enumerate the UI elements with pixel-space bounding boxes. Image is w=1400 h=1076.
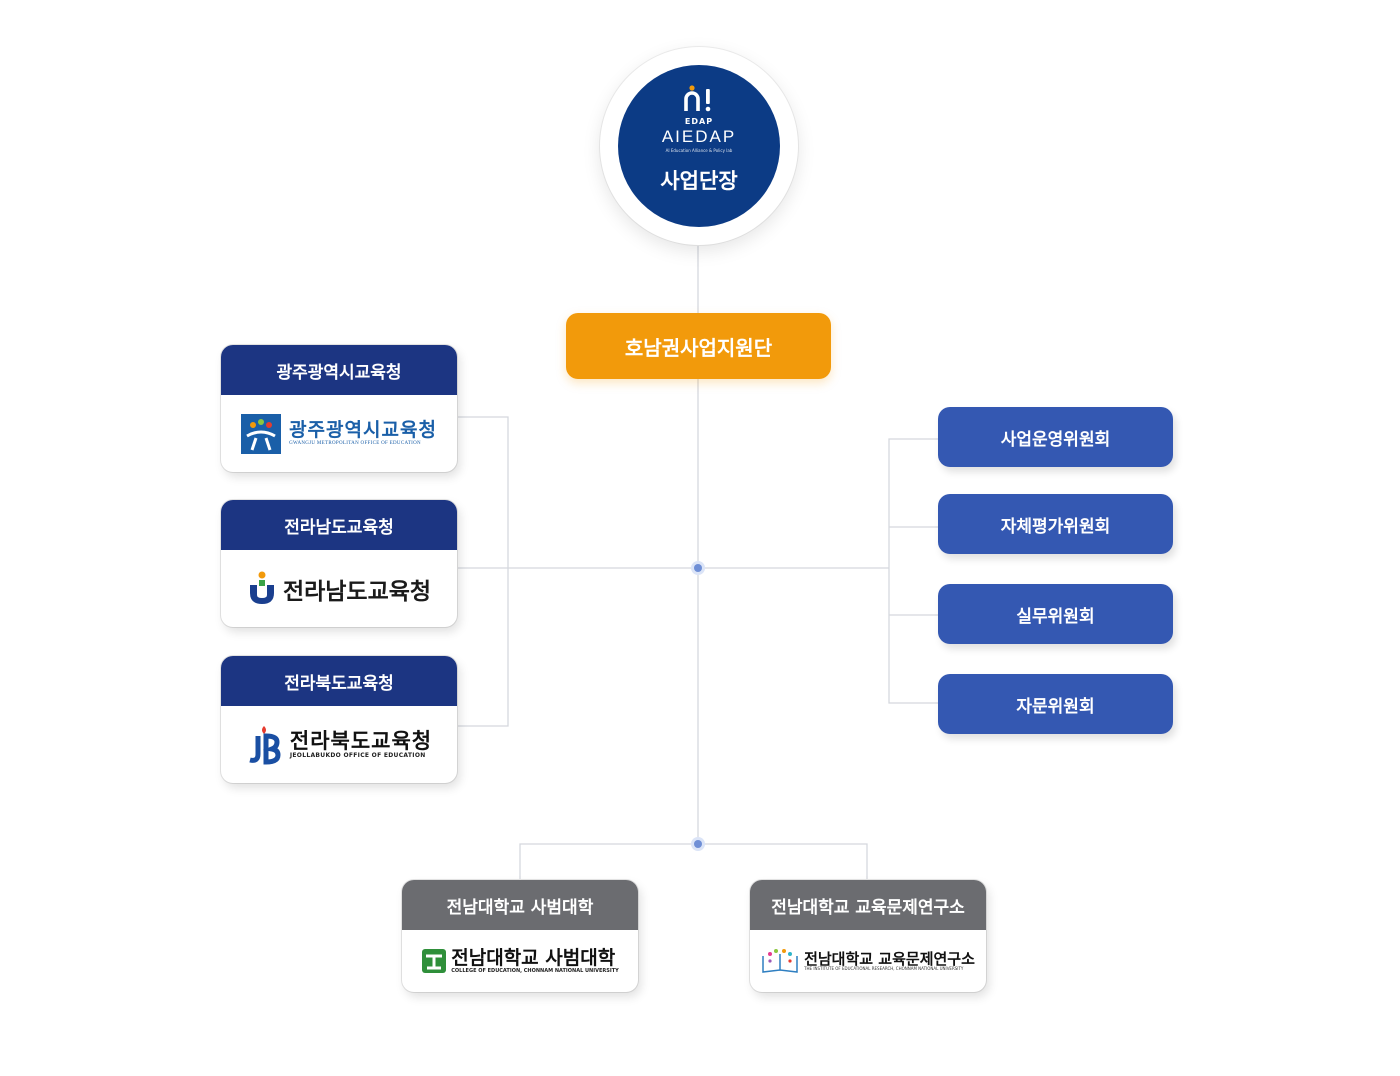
office-card-header: 광주광역시교육청 — [221, 345, 457, 395]
office-card-header: 전라북도교육청 — [221, 656, 457, 706]
university-logo-text: 전남대학교 교육문제연구소 — [804, 949, 975, 968]
office-logo-subtext: JEOLLABUKDO OFFICE OF EDUCATION — [289, 751, 426, 759]
office-card-jeonnam: 전라남도교육청 전라남도교육청 — [221, 500, 457, 627]
committee-label: 사업운영위원회 — [1000, 429, 1111, 450]
connector-left-bracket — [458, 416, 509, 727]
office-logo: 전라북도교육청 JEOLLABUKDO OFFICE OF EDUCATION — [221, 706, 457, 783]
committee-label: 자문위원회 — [1016, 696, 1095, 717]
university-card-header: 전남대학교 교육문제연구소 — [750, 880, 986, 930]
committee-self-evaluation: 자체평가위원회 — [938, 494, 1173, 554]
university-logo-subtext: THE INSTITUTE OF EDUCATIONAL RESEARCH, C… — [804, 966, 964, 972]
director-circle: EDAP AIEDAP AI Education Alliance & Poli… — [618, 65, 780, 227]
university-card-header: 전남대학교 사범대학 — [402, 880, 638, 930]
committee-label: 실무위원회 — [1016, 606, 1095, 627]
office-logo-text: 전라북도교육청 — [289, 728, 433, 753]
university-logo-text: 전남대학교 사범대학 — [451, 946, 616, 969]
university-logo: 전남대학교 교육문제연구소 THE INSTITUTE OF EDUCATION… — [750, 930, 986, 992]
office-logo: 광주광역시교육청 GWANGJU METROPOLITAN OFFICE OF … — [221, 395, 457, 472]
university-card-education-college: 전남대학교 사범대학 전남대학교 사범대학 COLLEGE OF EDUCATI… — [402, 880, 638, 992]
committee-advisory: 자문위원회 — [938, 674, 1173, 734]
support-center-label: 호남권사업지원단 — [624, 335, 773, 360]
office-card-gwangju: 광주광역시교육청 광주광역시교육청 GWANGJU METROPOLITAN O… — [221, 345, 457, 472]
support-center-box: 호남권사업지원단 — [566, 313, 831, 379]
university-title: 전남대학교 교육문제연구소 — [771, 897, 965, 918]
aiedap-logo-icon — [684, 85, 711, 112]
university-title: 전남대학교 사범대학 — [446, 897, 594, 918]
connector-right-bracket — [888, 438, 938, 704]
connector-bottom-bracket — [519, 843, 868, 880]
jeonnam-emblem-icon — [249, 571, 274, 604]
university-logo: 전남대학교 사범대학 COLLEGE OF EDUCATION, CHONNAM… — [402, 930, 638, 992]
office-card-header: 전라남도교육청 — [221, 500, 457, 550]
director-title: 사업단장 — [660, 169, 738, 193]
office-logo-text: 전라남도교육청 — [282, 578, 432, 605]
office-logo-subtext: GWANGJU METROPOLITAN OFFICE OF EDUCATION — [289, 441, 421, 447]
logo-tagline: AI Education Alliance & Policy lab — [665, 148, 733, 153]
office-card-jeonbuk: 전라북도교육청 전라북도교육청 JEOLLABUKDO OFFICE OF ED… — [221, 656, 457, 783]
office-title: 광주광역시교육청 — [276, 362, 402, 383]
institute-book-icon — [762, 949, 798, 973]
gwangju-emblem-icon — [241, 413, 282, 454]
committee-operations: 사업운영위원회 — [938, 407, 1173, 467]
office-logo: 전라남도교육청 — [221, 550, 457, 627]
chonnam-emblem-icon — [422, 948, 447, 973]
committee-working: 실무위원회 — [938, 584, 1173, 644]
office-logo-text: 광주광역시교육청 — [289, 419, 437, 442]
office-title: 전라남도교육청 — [284, 517, 394, 538]
jeonbuk-emblem-icon — [249, 725, 281, 765]
university-logo-subtext: COLLEGE OF EDUCATION, CHONNAM NATIONAL U… — [451, 967, 619, 974]
logo-sub: EDAP — [684, 117, 714, 126]
office-title: 전라북도교육청 — [284, 673, 394, 694]
committee-label: 자체평가위원회 — [1000, 516, 1111, 537]
university-card-research-institute: 전남대학교 교육문제연구소 전남대학교 교육문제연구소 THE INSTITUT… — [750, 880, 986, 992]
logo-name: AIEDAP — [661, 127, 737, 146]
